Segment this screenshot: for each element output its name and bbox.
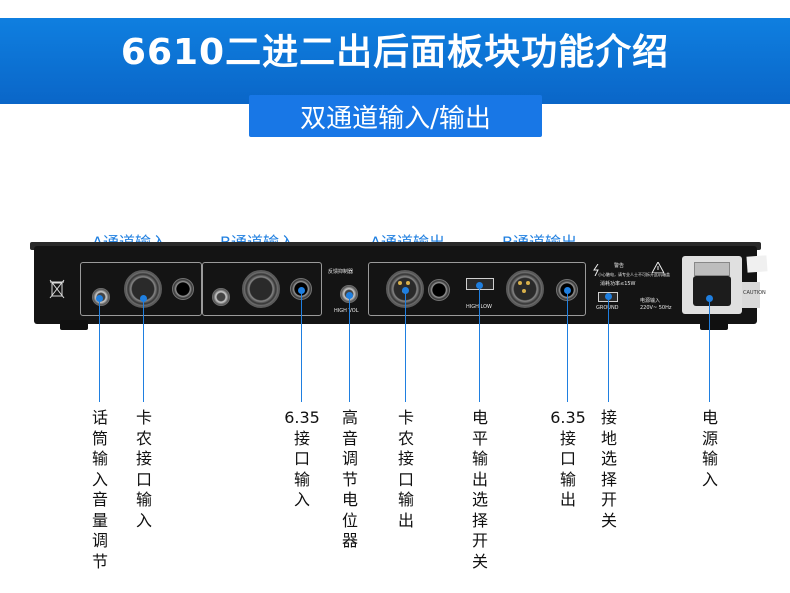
callout-dot — [298, 287, 305, 294]
callout-line — [479, 286, 480, 402]
b-xlr-input[interactable] — [242, 270, 280, 308]
annotation-power-input: 电源输入 — [701, 408, 718, 489]
callout-line — [143, 299, 144, 402]
warning-body-marking: 小心触电，请专业人士不可拆开此机箱盖 — [598, 272, 670, 277]
power-rating-marking: 消耗功率≤15W — [600, 281, 636, 287]
a-input-panel — [80, 262, 202, 316]
ground-marking: GROUND — [596, 305, 619, 311]
caution-sticker: CAUTION — [742, 282, 766, 308]
callout-dot — [96, 295, 103, 302]
power-socket[interactable] — [693, 276, 731, 306]
fuse-holder[interactable] — [694, 262, 730, 276]
annotation-mic-volume: 话筒输入音量调节 — [91, 408, 108, 571]
callout-dot — [605, 293, 612, 300]
level-marking: HIGH LOW — [466, 304, 492, 310]
callout-line — [301, 291, 302, 402]
callout-dot — [706, 295, 713, 302]
callout-line — [608, 297, 609, 402]
caution-marking: CAUTION — [743, 290, 766, 296]
feedback-marking: 反馈抑制器 — [328, 269, 354, 275]
subtitle-box — [249, 95, 542, 137]
warning-triangle-icon — [652, 262, 664, 273]
callout-dot — [346, 292, 353, 299]
b-xlr-output[interactable] — [506, 270, 544, 308]
mains-marking: 220V~ 50Hz — [640, 305, 672, 311]
annotation-treble-pot: 高音调节电位器 — [341, 408, 358, 550]
weee-bin-icon — [49, 279, 65, 299]
callout-dot — [402, 287, 409, 294]
callout-dot — [476, 282, 483, 289]
warning-marking: 警告 — [614, 263, 625, 269]
callout-line — [709, 299, 710, 402]
hi-vol-marking: HIGH VOL — [334, 308, 359, 314]
b-input-panel — [202, 262, 322, 316]
callout-line — [405, 291, 406, 402]
title-banner — [0, 18, 790, 104]
page-title: 6610二进二出后面板块功能介绍 — [120, 32, 670, 73]
page-subtitle: 双通道输入/输出 — [300, 104, 491, 134]
callout-line — [567, 291, 568, 402]
annotation-xlr-input: 卡农接口输入 — [135, 408, 152, 530]
power-input-marking: 电源输入 — [640, 298, 661, 304]
b-mic-volume-knob[interactable] — [212, 288, 230, 306]
a-jack-output[interactable] — [428, 279, 450, 301]
device-foot — [700, 320, 728, 330]
callout-line — [99, 299, 100, 402]
callout-line — [349, 296, 350, 402]
annotation-ground-switch: 接地选择开关 — [600, 408, 617, 530]
annotation-level-switch: 电平输出选择开关 — [471, 408, 488, 571]
annotation-xlr-output: 卡农接口输出 — [397, 408, 414, 530]
device-foot — [60, 320, 88, 330]
serial-sticker — [746, 255, 768, 273]
lightning-icon — [593, 264, 599, 276]
callout-dot — [564, 287, 571, 294]
a-jack-input[interactable] — [172, 278, 194, 300]
output-panel — [368, 262, 586, 316]
callout-dot — [140, 295, 147, 302]
